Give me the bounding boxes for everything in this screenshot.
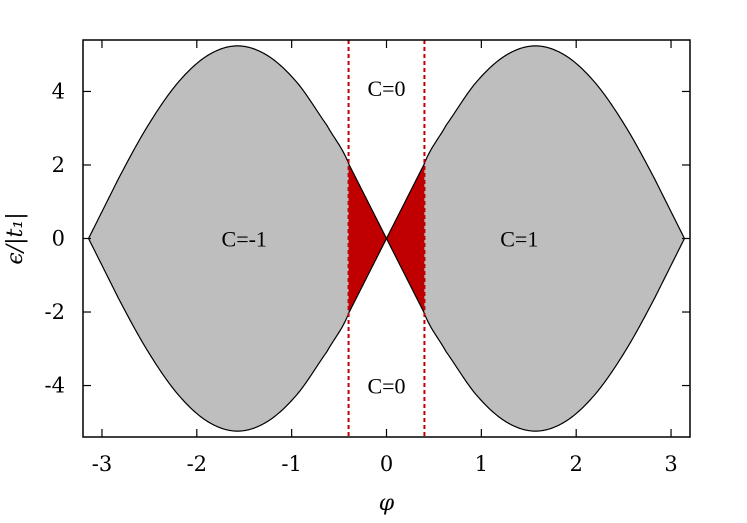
x-tick-label: 0	[380, 452, 393, 476]
x-tick-label: 3	[664, 452, 677, 476]
plot-area	[88, 40, 685, 437]
x-tick-label: -1	[281, 452, 301, 476]
y-tick-label: 0	[52, 227, 65, 251]
chern-number-label: C=-1	[222, 227, 267, 252]
chern-number-annotation: C=0	[367, 374, 405, 399]
y-tick-label: -2	[45, 300, 65, 324]
tick-marks	[83, 40, 690, 437]
band-edge-lower	[88, 237, 685, 432]
band-region-3	[424, 45, 685, 432]
tick-labels: -3 -2 -1 0 1 2 3 -4 -2 0 2 4	[45, 79, 678, 476]
chern-number-label: C=1	[500, 227, 538, 252]
y-axis-label: ϵ/|t₁|	[3, 212, 28, 264]
y-tick-label: -4	[45, 374, 65, 398]
chern-number-annotation: C=0	[367, 76, 405, 101]
y-tick-label: 4	[52, 79, 65, 103]
x-tick-label: -3	[92, 452, 112, 476]
x-tick-label: 1	[475, 452, 488, 476]
band-region-1	[88, 45, 349, 432]
y-tick-label: 2	[52, 153, 65, 177]
x-tick-label: 2	[570, 452, 583, 476]
x-tick-label: -2	[187, 452, 207, 476]
x-axis-label: φ	[379, 491, 395, 516]
